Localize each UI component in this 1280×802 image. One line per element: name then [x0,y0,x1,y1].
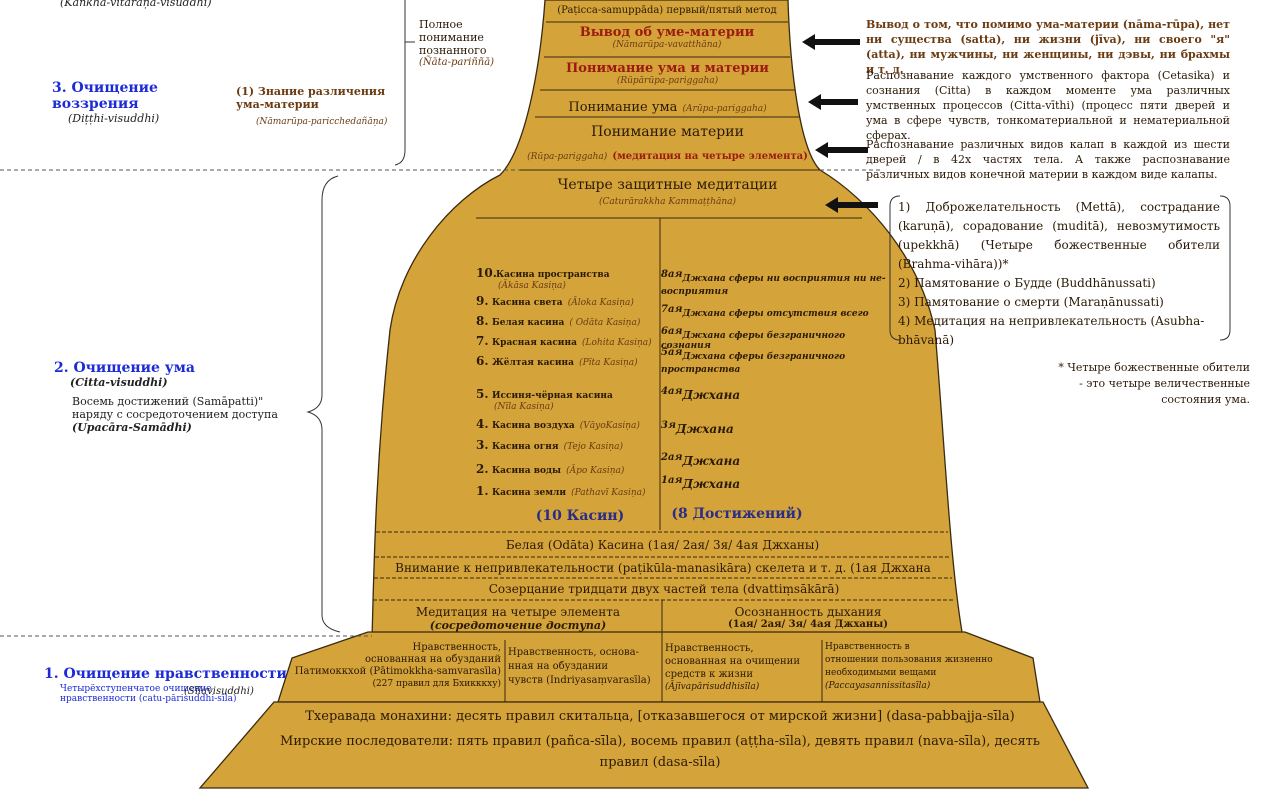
breath-title: Осознанность дыхания [734,605,882,619]
purification-1-sub2: нравственности (catu-pārisuddhi-sīla) [60,694,237,704]
kasina-item: 6.Жёлтая касина (Pīta Kasiṇa) [476,354,638,368]
kasina-item: 1.Касина земли (Pathavī Kasiṇa) [476,484,646,498]
protective-item: 4) Медитация на непривлекательность (Asu… [898,314,1205,347]
uma-title: Понимание ума [568,100,678,115]
kasina-item: 8.Белая касина ( Odāta Kasiṇa) [476,314,641,328]
sila-cell: Нравственность в отношении пользования ж… [825,642,993,691]
four-block: Четыре защитные медитации (Caturārakkha … [490,177,845,207]
vyvod-pali: (Nāmarūpa-vavatthāna) [612,40,722,50]
full-pali: (Ñāta-pariññā) [419,57,495,68]
note-materia: Распознавание различных видов калап в ка… [866,138,1230,181]
kasina-list: 10.Касина пространства (Ākāsa Kasiṇa) 9.… [476,262,658,502]
purification-2-desc1: Восемь достижений (Samāpatti)" [72,395,264,408]
note-vyvod: Вывод о том, что помимо ума-материи (nām… [866,18,1230,76]
know-pali: (Nāmarūpa-paricchedañāṇa) [256,117,388,127]
umamat-block: Понимание ума и материи (Rūpārūpa-parigg… [545,61,790,86]
brace-middle [306,175,341,633]
purification-1-title: 1. Очищение нравственности [44,666,287,682]
pyramid-base [198,701,1090,789]
sila-cell: Нравственность, основа- нная на обуздани… [508,647,651,686]
dost-caption: (8 Достижений) [671,506,803,522]
jhana-item: 2аяДжхана [661,452,741,468]
uma-pali: (Arūpa-pariggaha) [682,104,767,114]
kasina-item: 7.Красная касина (Lohita Kasiṇa) [476,334,652,348]
lay-row-2: правил (dasa-sīla) [599,755,721,770]
full-title: Полное понимание познанного [419,18,487,57]
purification-1: 1. Очищение нравственности (Sīlavisuddhi… [44,666,294,704]
jhana-item: 7аяДжхана сферы отсутствия всего [661,304,869,319]
kasina-item: 10.Касина пространства (Ākāsa Kasiṇa) [476,266,610,291]
arrow-icon [802,34,878,213]
brace-top [394,0,406,166]
protective-item: 2) Памятование о Будде (Buddhānussati) [898,276,1156,290]
jhana-list: 8аяДжхана сферы ни восприятия ни не-восп… [661,268,891,497]
skeleton-row: Внимание к непривлекательности (paṭikūla… [395,561,931,575]
kasin-caption: (10 Касин) [535,508,625,524]
purification-2-title: 2. Очищение ума [54,360,195,376]
nuns-row: Тхеравада монахини: десять правил скитал… [305,709,1015,724]
footnote: * Четыре божественные обители - это четы… [1040,360,1250,408]
jhana-item: 3яДжхана [661,420,734,436]
vyvod-title: Вывод об уме-материи [579,25,755,40]
mat-block: Понимание материи (Rūpa-pariggaha) (меди… [520,124,815,163]
med4-cell: Медитация на четыре элемента (сосредоточ… [376,605,660,632]
kasina-item: 3.Касина огня (Tejo Kasiṇa) [476,438,624,452]
kasina-item: 2.Касина воды (Āpo Kasiṇa) [476,462,625,476]
med4-sub: (сосредоточение доступа) [429,619,607,632]
purification-2-desc3: (Upacāra-Samādhi) [72,421,192,434]
vyvod-block: Вывод об уме-материи (Nāmarūpa-vavatthān… [548,25,786,50]
protective-item: 3) Памятование о смерти (Maraṇānussati) [898,295,1164,309]
purification-2: 2. Очищение ума (Citta-visuddhi) Восемь … [54,360,304,434]
jhana-item: 8аяДжхана сферы ни восприятия ни не-восп… [661,269,886,297]
kasina-item: 5.Иссиня-чёрная касина (Nīla Kasiṇa) [476,387,613,412]
purification-2-pali: (Citta-visuddhi) [70,376,168,389]
parts32-row: Созерцание тридцати двух частей тела (dv… [488,582,840,596]
breath-cell: Осознанность дыхания (1ая/ 2ая/ 3я/ 4ая … [664,605,952,630]
jhana-item: 4аяДжхана [661,386,741,402]
paticca-label: (Paṭicca-samuppāda) первый/пятый метод [557,5,777,16]
umamat-title: Понимание ума и материи [566,61,769,76]
full-block: Полное понимание познанного (Ñāta-pariññ… [419,18,529,68]
breath-sub: (1ая/ 2ая/ 3я/ 4ая Джханы) [728,619,888,630]
note-uma: Распознавание каждого умственного фактор… [866,69,1230,142]
uma-block: Понимание ума (Arūpa-pariggaha) [540,96,795,115]
kasina-item: 9.Касина света (Āloka Kasiṇa) [476,294,634,308]
know-block: (1) Знание различения ума-материи (Nāmar… [236,85,396,127]
purification-3-title: 3. Очищение воззрения [52,80,158,112]
footnote-line: состояния ума. [1161,393,1250,406]
top-partial-pali: (Kaṅkhā-vitaraṇa-visuddhi) [60,0,212,9]
purification-2-desc2: наряду с сосредоточением доступа [72,408,278,421]
protective-list: 1) Доброжелательность (Mettā), сострадан… [898,198,1220,350]
kasina-item: 4.Касина воздуха (VāyoKasiṇa) [476,417,640,431]
jhana-item: 1аяДжхана [661,475,741,491]
umamat-pali: (Rūpārūpa-pariggaha) [616,76,719,86]
protective-item: 1) Доброжелательность (Mettā), сострадан… [898,200,1220,271]
brace-right-close [1219,195,1231,341]
med4-title: Медитация на четыре элемента [415,605,621,619]
footnote-line: - это четыре величественные [1079,377,1250,390]
mat-extra: (медитация на четыре элемента) [612,151,808,162]
purification-3: 3. Очищение воззрения (Diṭṭhi-visuddhi) [52,80,212,125]
sila-cell: Нравственность, основанная на очищении с… [665,643,800,692]
white-kasina: Белая (Odāta) Касина (1ая/ 2ая/ 3я/ 4ая … [505,538,820,552]
brace-right-open [889,195,901,341]
purification-1-sub1: Четырёхступенчатое очищение [60,684,212,694]
lay-row-1: Мирские последователи: пять правил (pañc… [280,734,1040,749]
purification-1-pali: (Sīlavisuddhi) [184,686,254,697]
four-pali: (Caturārakkha Kammaṭṭhāna) [598,197,737,207]
mat-pali: (Rūpa-pariggaha) [527,152,608,162]
four-title: Четыре защитные медитации [557,177,778,193]
jhana-item: 5аяДжхана сферы безграничного пространст… [661,347,846,375]
jhana-item: 6аяДжхана сферы безграничного сознания [661,326,846,351]
know-title: (1) Знание различения ума-материи [236,85,386,111]
mat-title: Понимание материи [591,124,744,140]
purification-3-pali: (Diṭṭhi-visuddhi) [68,112,160,125]
footnote-line: * Четыре божественные обители [1058,361,1250,374]
sila-cell: Нравственность, основанная на обузданий … [294,642,501,689]
